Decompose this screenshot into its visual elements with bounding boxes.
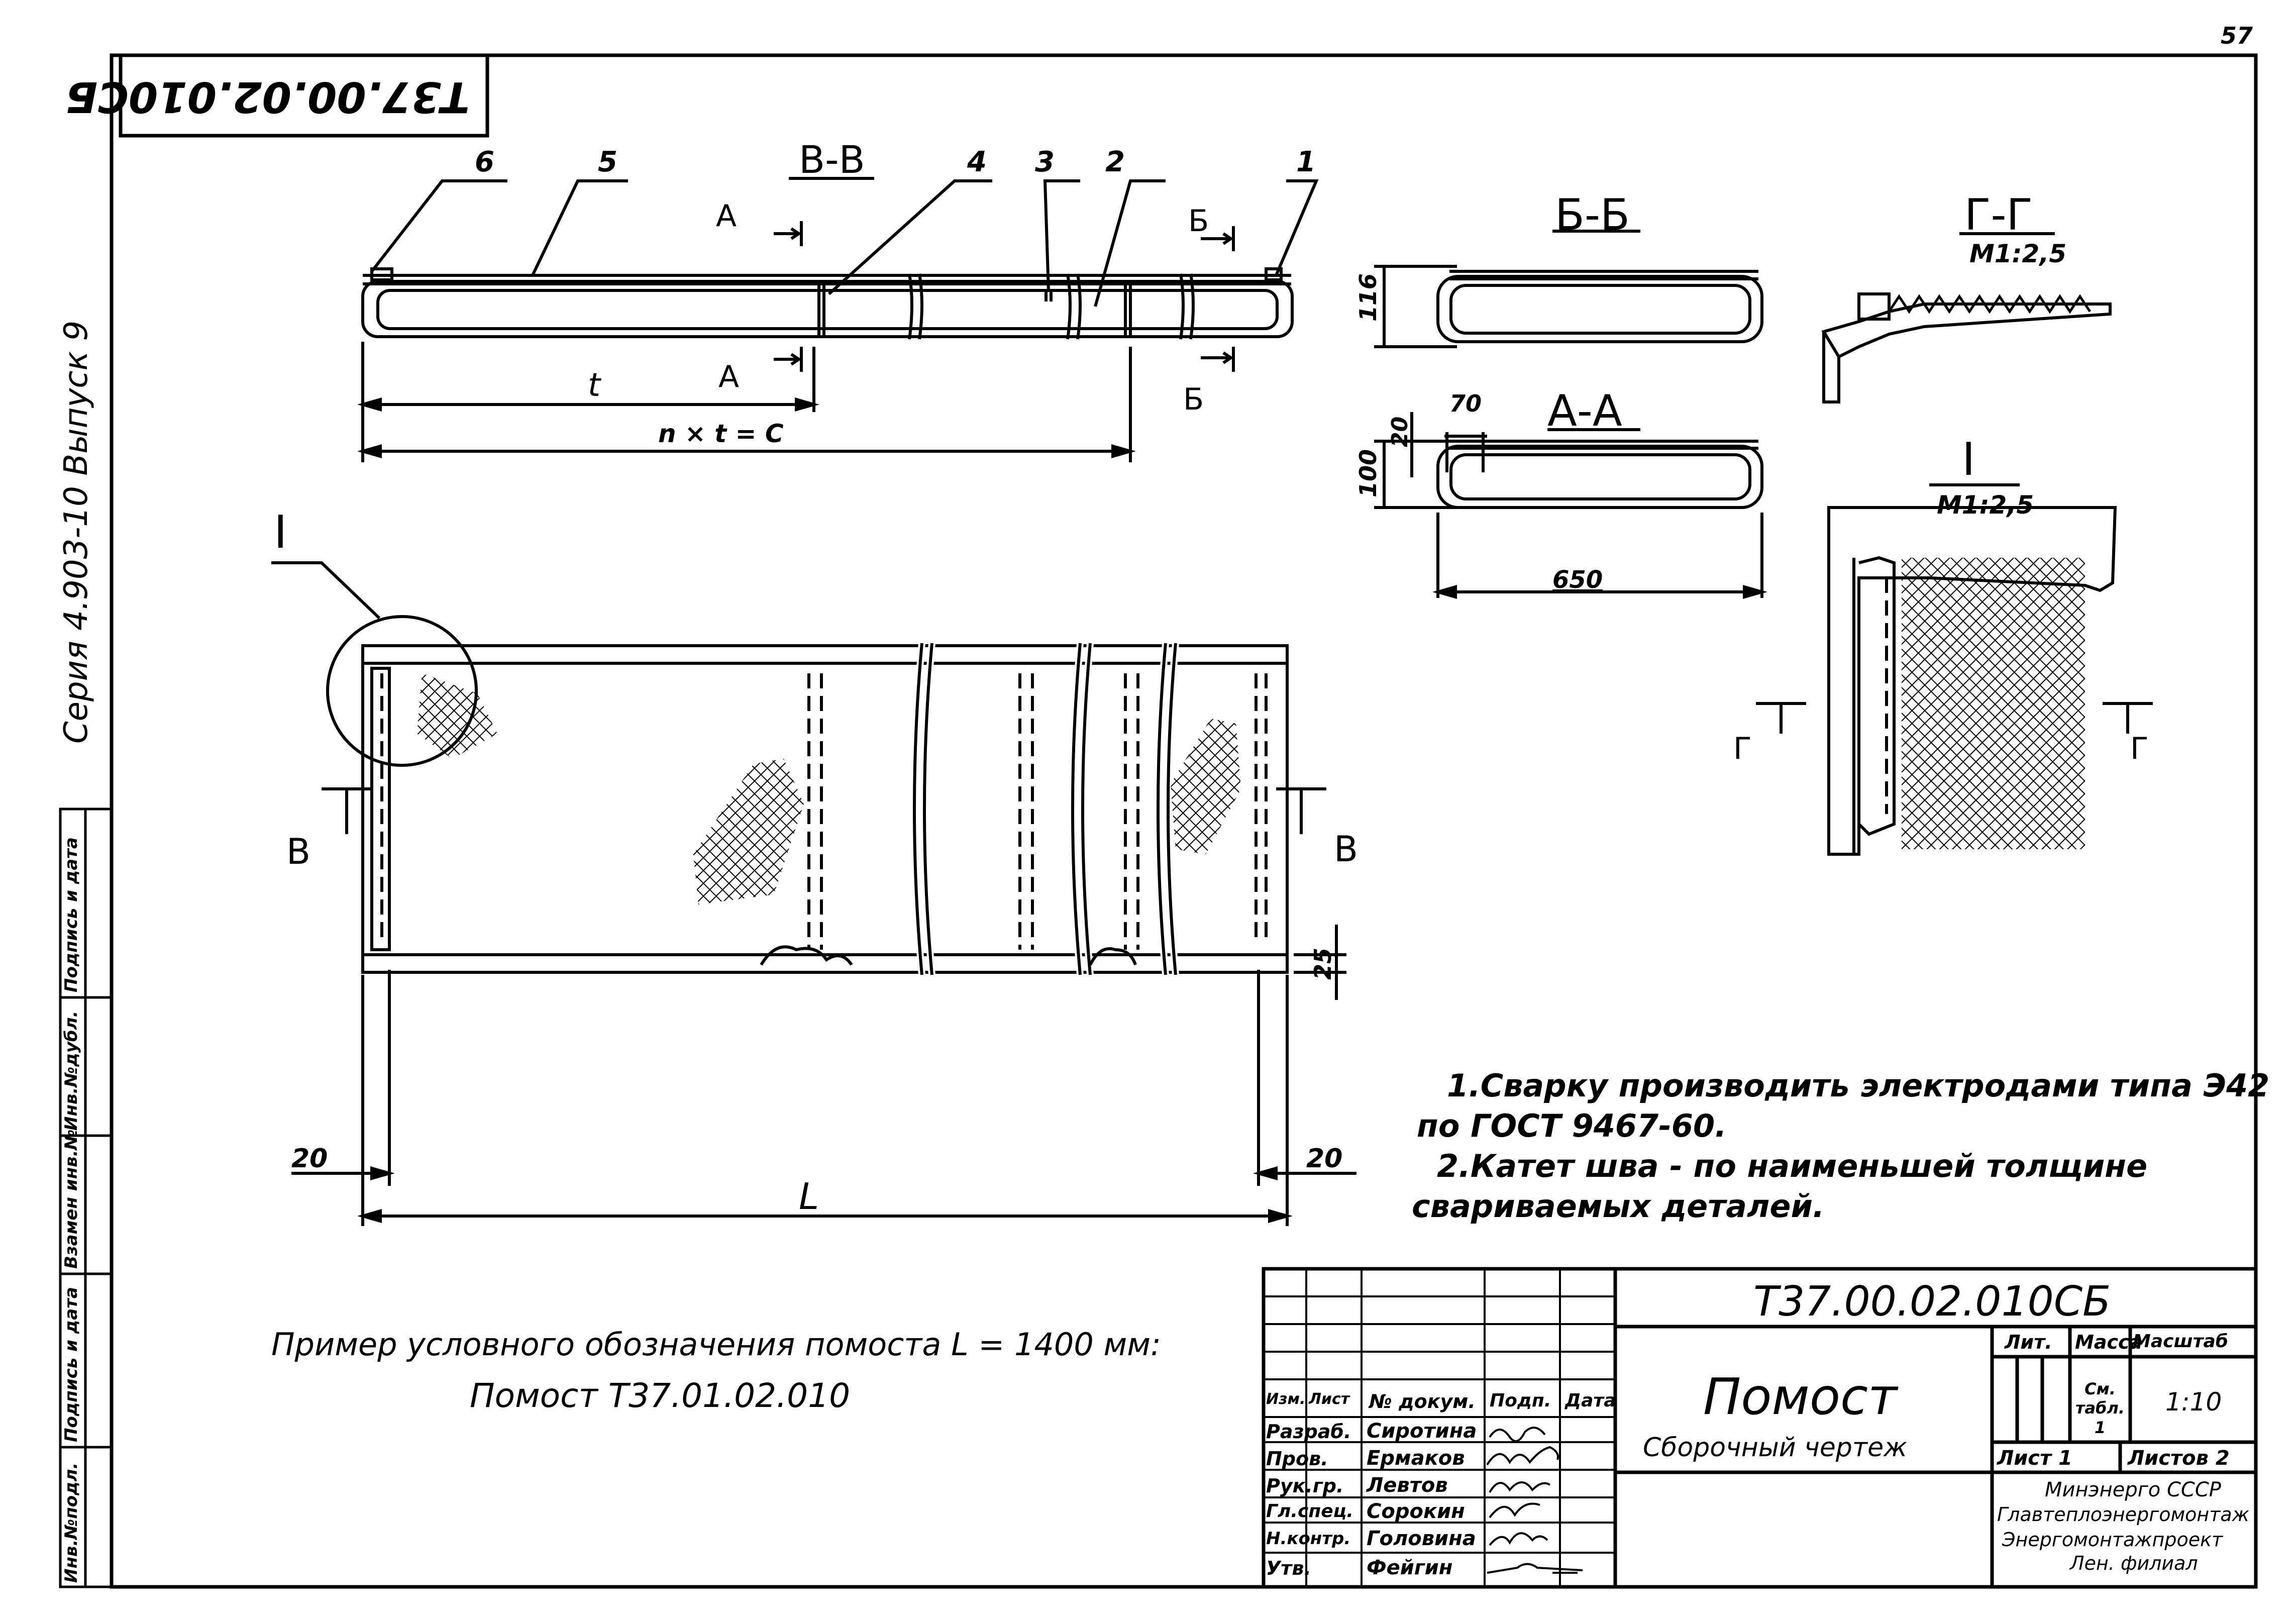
tb-org-1: Главтеплоэнергомонтаж [1997, 1503, 2249, 1526]
example-line-2: Помост Т37.01.02.010 [470, 1376, 851, 1415]
section-mark-a-bottom: А [718, 359, 740, 394]
title-block-grid [1264, 1269, 1615, 1587]
tb-scale-label: Масштаб [2133, 1331, 2228, 1352]
side-stamp-frame [59, 808, 113, 1588]
stamp-podpis-2: Подпись и дата [61, 837, 81, 992]
tb-role-0: Разраб. [1266, 1421, 1351, 1443]
tb-name-5: Фейгин [1367, 1556, 1453, 1579]
tb-role-5: Утв. [1266, 1557, 1311, 1579]
view-title-detail: I [1962, 433, 1975, 486]
tb-role-1: Пров. [1266, 1448, 1328, 1470]
title-block-frame [1262, 1267, 2258, 1589]
stamp-inv-dubl: Инв.№дубл. [61, 1011, 81, 1131]
dim-20-left: 20 [291, 1144, 328, 1174]
dim-100: 100 [1354, 449, 1382, 497]
dim-20: 20 [1387, 416, 1413, 447]
stamp-inv-podl: Инв.№подл. [61, 1462, 81, 1583]
tb-lit-label: Лит. [2005, 1331, 2052, 1353]
dim-20-right: 20 [1306, 1144, 1343, 1174]
tb-name-1: Ермаков [1367, 1447, 1465, 1470]
tb-sheet: Лист 1 [1997, 1447, 2072, 1470]
rotated-code-box [119, 53, 489, 138]
tb-org-0: Минэнерго СССР [2045, 1478, 2221, 1501]
dim-t: t [588, 367, 601, 404]
view-title-aa: А-А [1547, 386, 1622, 436]
tb-h-sign: Подп. [1490, 1390, 1551, 1411]
tb-h-doc: № докум. [1369, 1390, 1476, 1412]
section-mark-b-top: Б [1188, 204, 1209, 239]
position-2: 2 [1105, 146, 1125, 178]
tb-org-3: Лен. филиал [2070, 1552, 2198, 1574]
tb-role-2: Рук.гр. [1266, 1475, 1344, 1497]
dim-n-t-c: n × t = C [658, 419, 784, 448]
note-1a: 1.Сварку производить электродами типа Э4… [1447, 1067, 2270, 1104]
tb-sheets: Листов 2 [2128, 1447, 2230, 1470]
note-1b: по ГОСТ 9467-60. [1417, 1107, 1727, 1144]
dim-650: 650 [1552, 566, 1603, 594]
dim-25: 25 [1309, 947, 1336, 980]
section-mark-v-left: В [286, 831, 311, 872]
signatures [1486, 1427, 1583, 1574]
note-2a: 2.Катет шва - по наименьшей толщине [1437, 1148, 2148, 1184]
sheet-number: 57 [2221, 22, 2253, 49]
tb-h-izm: Изм. [1266, 1390, 1306, 1408]
tb-org-2: Энергомонтажпроект [2002, 1529, 2223, 1551]
tb-doc-type: Сборочный чертеж [1643, 1433, 1907, 1463]
view-title-bb: Б-Б [1555, 190, 1630, 240]
section-mark-v-right: В [1334, 829, 1359, 870]
view-title-vv: В-В [799, 137, 865, 182]
note-2b: свариваемых деталей. [1412, 1188, 1825, 1225]
position-4: 4 [967, 146, 987, 178]
dim-116: 116 [1354, 273, 1382, 322]
view-scale-gg: М1:2,5 [1969, 239, 2067, 268]
view-bb [1374, 230, 1763, 348]
position-6: 6 [475, 146, 494, 178]
detail-callout: I [274, 506, 287, 559]
tb-name: Помост [1703, 1367, 1898, 1426]
dim-L: L [799, 1175, 819, 1218]
tb-name-0: Сиротина [1367, 1420, 1477, 1443]
view-title-gg: Г-Г [1964, 190, 2033, 240]
tb-name-2: Левтов [1367, 1474, 1448, 1497]
tb-h-date: Дата [1565, 1390, 1616, 1411]
plan-mesh-fill [417, 673, 1241, 904]
view-gg [1821, 232, 2112, 403]
section-mark-b-bottom: Б [1183, 382, 1204, 417]
position-1: 1 [1296, 146, 1316, 178]
section-mark-g-left: Г [1733, 731, 1752, 766]
view-plan [271, 561, 1356, 1226]
dim-70: 70 [1449, 390, 1482, 417]
tb-role-4: Н.контр. [1266, 1529, 1351, 1549]
view-vv [357, 177, 1319, 462]
tb-scale-value: 1:10 [2165, 1387, 2222, 1417]
position-5: 5 [598, 146, 617, 178]
view-detail-i [1756, 483, 2153, 856]
section-mark-g-right: Г [2130, 731, 2149, 766]
tb-mass-label: Масса [2075, 1331, 2143, 1353]
drawing-code-rotated: Т37.00.02.010СБ [65, 72, 470, 122]
position-3: 3 [1035, 146, 1055, 178]
tb-role-3: Гл.спец. [1266, 1501, 1353, 1522]
view-aa [1374, 412, 1767, 599]
section-mark-a-top: А [716, 198, 737, 234]
tb-h-list: Лист [1309, 1390, 1350, 1408]
stamp-podpis-1: Подпись и дата [61, 1287, 81, 1442]
example-line-1: Пример условного обозначения помоста L =… [271, 1326, 1161, 1363]
tb-mass-value: См. табл. 1 [2075, 1379, 2125, 1437]
stamp-vzamen: Взамен инв.№ [61, 1129, 81, 1269]
tb-name-4: Головина [1367, 1527, 1476, 1550]
series-label: Серия 4.903-10 Выпуск 9 [58, 320, 95, 744]
tb-name-3: Сорокин [1367, 1500, 1465, 1523]
view-scale-detail: М1:2,5 [1937, 490, 2034, 520]
tb-code: Т37.00.02.010СБ [1753, 1278, 2111, 1326]
